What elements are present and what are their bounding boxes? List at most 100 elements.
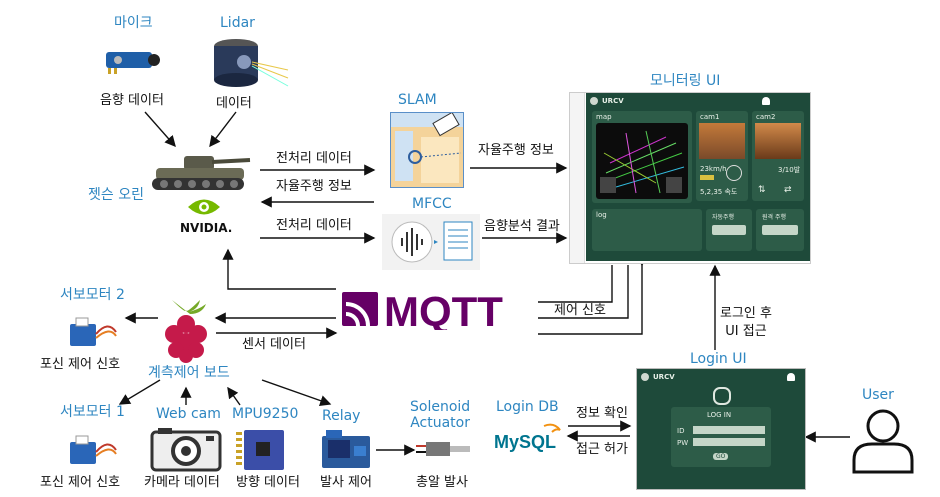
edge-label-jetson-to-slam: 전처리 데이터 — [276, 151, 352, 166]
login-ui-title: Login UI — [690, 351, 747, 367]
swap-vertical-icon[interactable]: ⇅ — [758, 185, 766, 195]
mysql-logo: MySQL — [494, 420, 566, 454]
login-form: LOG IN ID PW GO — [671, 407, 771, 467]
mfcc-title: MFCC — [412, 196, 452, 212]
remote-drive-panel: 원격 주행 — [756, 209, 804, 251]
line-monitor-control-c — [538, 255, 648, 335]
compass-icon — [726, 165, 742, 181]
monitor-dashboard: URCV map cam1 23km/h 5,2,35 속도 cam2 3/10… — [586, 93, 810, 261]
login-db-title: Login DB — [496, 399, 559, 415]
cam1-speed: 23km/h — [700, 165, 727, 173]
cam2-gear: 3/10발 — [778, 166, 801, 174]
mic-title: 마이크 — [114, 15, 153, 31]
mqtt-wordmark: MQTT — [384, 288, 503, 330]
board-title: 계측제어 보드 — [148, 365, 230, 381]
login-brand-logo-icon — [641, 373, 649, 381]
monitor-user-icon[interactable] — [762, 97, 770, 105]
swap-diagonal-icon[interactable]: ⇄ — [784, 185, 792, 195]
nvidia-eye-icon — [186, 196, 222, 218]
nvidia-logo: NVIDIA. — [180, 221, 233, 235]
edge-label-db-allow: 접근 허가 — [576, 442, 628, 457]
user-title: User — [862, 387, 894, 403]
line-monitor-control-b — [538, 265, 629, 319]
solenoid-desc: 총알 발사 — [416, 475, 468, 490]
mic-desc: 음향 데이터 — [100, 93, 164, 108]
microphone-module-icon — [104, 46, 160, 74]
edge-label-control-signal: 제어 신호 — [554, 303, 606, 318]
webcam-title: Web cam — [156, 406, 221, 422]
lidar-sensor-icon — [208, 34, 292, 94]
relay-module-icon — [320, 428, 374, 472]
solenoid-actuator-icon — [414, 436, 474, 462]
jetson-title: 젯슨 오린 — [88, 187, 144, 203]
mfcc-document-icon — [382, 214, 480, 270]
remote-drive-label: 원격 주행 — [762, 214, 786, 221]
cam1-feed — [699, 123, 745, 159]
edge-label-mfcc-to-monitor: 음향분석 결과 — [484, 219, 560, 234]
servo1-motor-icon — [62, 432, 118, 470]
monitor-sidebar — [570, 93, 585, 263]
camera-icon — [150, 426, 222, 472]
point-cloud-view — [596, 123, 688, 199]
webcam-desc: 카메라 데이터 — [144, 475, 220, 490]
lidar-desc: 데이터 — [216, 96, 252, 111]
pw-input[interactable] — [693, 438, 765, 446]
edge-label-slam-to-jetson: 자율주행 정보 — [276, 179, 352, 194]
arrow-board-to-servo1 — [118, 379, 161, 405]
map-panel-label: map — [596, 113, 612, 121]
cam1-battery-icon — [700, 175, 714, 180]
cam1-label: cam1 — [700, 113, 720, 121]
auto-drive-button[interactable] — [712, 225, 746, 235]
edge-label-login-to-monitor: 로그인 후 UI 접근 — [720, 306, 772, 340]
relay-title: Relay — [322, 408, 361, 424]
servo2-desc: 포신 제어 신호 — [40, 357, 121, 372]
cam1-status: 5,2,35 속도 — [700, 188, 738, 196]
monitor-brand: URCV — [602, 97, 624, 105]
mysql-wordmark: MySQL — [494, 432, 556, 452]
login-submit-button[interactable]: GO — [713, 453, 729, 460]
line-monitor-control-a — [538, 265, 613, 303]
login-emblem-icon — [713, 387, 731, 405]
solenoid-title: Solenoid Actuator — [410, 399, 471, 432]
arrow-lidar-to-jetson — [209, 111, 237, 148]
login-heading: LOG IN — [707, 411, 732, 419]
cam2-panel: cam2 3/10발 ⇅ ⇄ — [752, 111, 804, 201]
edge-label-jetson-to-mfcc: 전처리 데이터 — [276, 218, 352, 233]
servo1-title: 서보모터 1 — [60, 404, 125, 420]
login-user-icon[interactable] — [787, 373, 795, 381]
arrow-mic-to-jetson — [144, 111, 176, 148]
mpu-title: MPU9250 — [232, 406, 299, 422]
monitor-title: 모니터링 UI — [650, 73, 721, 89]
slam-title: SLAM — [398, 92, 437, 108]
pw-label: PW — [677, 439, 689, 447]
arrow-mpu-to-board — [227, 386, 241, 406]
slam-map-icon — [390, 111, 464, 188]
edge-label-sensor-data: 센서 데이터 — [242, 337, 306, 352]
log-panel: log — [592, 209, 702, 251]
mpu-desc: 방향 데이터 — [236, 475, 300, 490]
user-person-icon — [848, 406, 918, 474]
auto-drive-panel: 자동주행 — [706, 209, 752, 251]
cam1-panel: cam1 23km/h 5,2,35 속도 — [696, 111, 748, 201]
relay-desc: 발사 제어 — [320, 475, 372, 490]
mqtt-logo: MQTT — [340, 286, 540, 335]
id-label: ID — [677, 427, 685, 435]
imu-module-icon — [236, 428, 286, 472]
lidar-title: Lidar — [220, 15, 255, 31]
auto-drive-label: 자동주행 — [712, 214, 735, 221]
id-input[interactable] — [693, 426, 765, 434]
arrow-board-to-relay — [261, 379, 332, 407]
login-ui-screenshot: URCV LOG IN ID PW GO — [636, 368, 806, 490]
raspberry-pi-icon — [158, 296, 214, 364]
edge-label-slam-to-monitor: 자율주행 정보 — [478, 143, 554, 158]
cam2-feed — [755, 123, 801, 159]
tank-vehicle-icon — [148, 150, 252, 194]
edge-label-db-check: 정보 확인 — [576, 406, 628, 421]
log-panel-label: log — [596, 211, 607, 219]
arrow-mqtt-to-jetson — [222, 248, 336, 290]
servo2-title: 서보모터 2 — [60, 287, 125, 303]
monitor-ui-screenshot: URCV map cam1 23km/h 5,2,35 속도 cam2 3/10… — [569, 92, 811, 264]
remote-drive-button[interactable] — [762, 225, 798, 235]
login-brand: URCV — [653, 373, 675, 381]
